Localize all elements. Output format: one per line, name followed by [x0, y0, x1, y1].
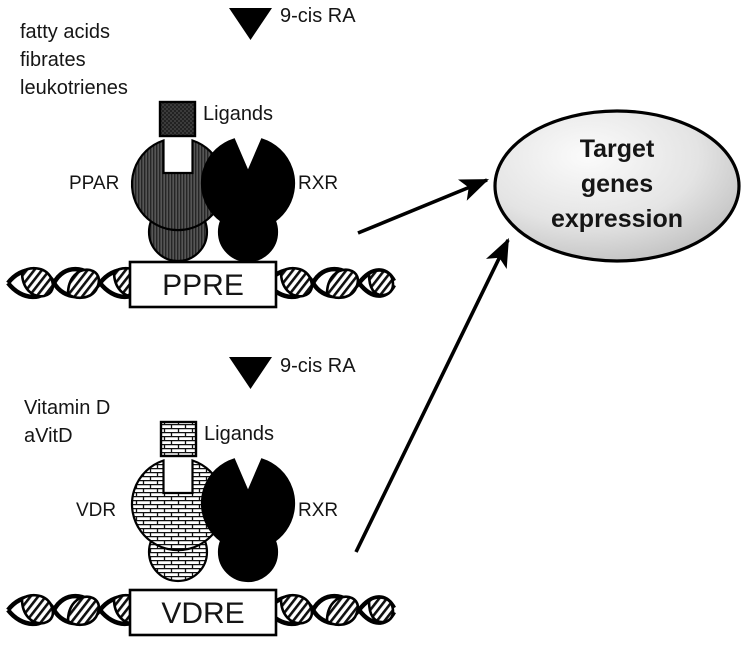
bottom-9cis-ra-group: 9-cis RA — [229, 355, 356, 389]
bottom-ligand-swatch — [159, 420, 198, 458]
vdre-element-box: VDRE — [128, 588, 278, 637]
ppar-label: PPAR — [69, 173, 119, 194]
top-activator-line-2: fibrates — [20, 49, 86, 71]
rxr-receptor-shape-top — [200, 138, 296, 263]
ppar-receptor-shape — [130, 138, 226, 263]
dna-backbone-bottom-left-b — [6, 594, 148, 626]
bottom-ligands-label: Ligands — [204, 423, 274, 445]
rxr-lbd-circle-top — [200, 138, 296, 231]
dna-helix-bottom-left — [6, 593, 148, 627]
top-activator-list: fatty acids fibrates leukotrienes — [20, 21, 128, 99]
rxr-label-bottom: RXR — [298, 500, 338, 521]
top-ligand-legend: Ligands — [158, 100, 273, 138]
bottom-activator-list: Vitamin D aVitD — [24, 397, 110, 447]
dna-backbone-top-left-b — [6, 267, 148, 299]
outcome-line-2: genes — [581, 170, 653, 198]
top-activator-line-3: leukotrienes — [20, 77, 128, 99]
vdr-label: VDR — [76, 500, 116, 521]
top-ligands-label: Ligands — [203, 103, 273, 125]
outcome-line-3: expression — [551, 205, 683, 233]
dna-helix-bottom-right — [265, 593, 396, 627]
rxr-lbd-circle-bottom — [200, 458, 296, 551]
bottom-activator-line-2: aVitD — [24, 425, 73, 447]
arrow-bottom-to-outcome — [354, 238, 510, 553]
dna-rungs-bottom-left — [20, 593, 147, 627]
ppre-box-rect — [128, 260, 278, 309]
vdre-box-rect — [128, 588, 278, 637]
dna-rungs-bottom-right — [279, 593, 395, 627]
dna-rungs-top-right — [279, 266, 395, 300]
bottom-ligand-legend: Ligands — [159, 420, 274, 458]
outcome-ellipse-group: Target genes expression — [493, 109, 741, 263]
top-pathway-group: fatty acids fibrates leukotrienes 9-cis … — [6, 5, 396, 309]
vdre-label: VDRE — [161, 597, 244, 630]
rxr-receptor-shape-bottom — [200, 458, 296, 583]
ppre-element-box: PPRE — [128, 260, 278, 309]
bottom-9cis-ra-label: 9-cis RA — [280, 355, 356, 377]
arrow-top-to-outcome — [357, 178, 489, 235]
down-triangle-icon-bottom — [229, 357, 272, 389]
outcome-line-1: Target — [580, 135, 655, 163]
dna-helix-top-left — [6, 266, 148, 300]
bottom-pathway-group: Vitamin D aVitD 9-cis RA Ligands — [6, 355, 396, 637]
dna-rungs-top-left — [20, 266, 147, 300]
rxr-label-top: RXR — [298, 173, 338, 194]
bottom-activator-line-1: Vitamin D — [24, 397, 110, 419]
top-activator-line-1: fatty acids — [20, 21, 110, 43]
down-triangle-icon — [229, 8, 272, 40]
dna-helix-top-right — [265, 266, 396, 300]
top-ligand-swatch — [158, 100, 197, 138]
top-9cis-ra-label: 9-cis RA — [280, 5, 356, 27]
ppre-label: PPRE — [162, 269, 244, 302]
outcome-ellipse — [493, 109, 741, 263]
top-9cis-ra-group: 9-cis RA — [229, 5, 356, 40]
